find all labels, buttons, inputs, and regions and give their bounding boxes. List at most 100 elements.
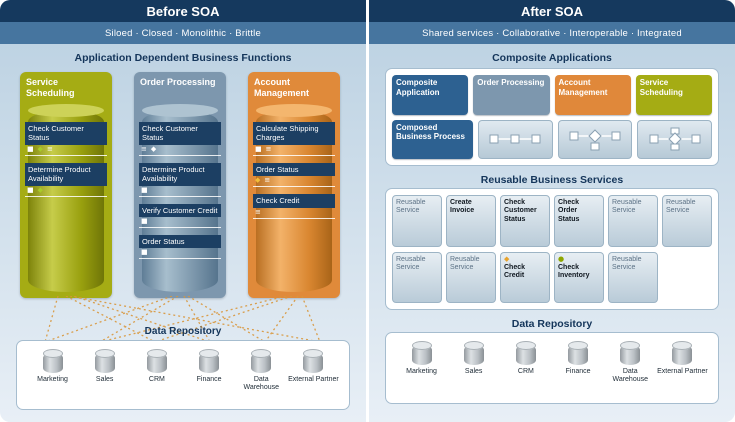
item-label: Determine Product Availability bbox=[139, 162, 221, 186]
silo-items: Calculate Shipping Charges ■ ≡ Order Sta… bbox=[253, 122, 335, 219]
after-soa-panel: After SOA Shared services · Collaborativ… bbox=[369, 0, 735, 422]
database-sales: Sales bbox=[79, 349, 130, 405]
data-repository-title: Data Repository bbox=[144, 326, 222, 337]
database-cylinder-icon bbox=[515, 341, 536, 365]
diamond-icon: ◆ bbox=[255, 176, 261, 185]
lines-icon: ≡ bbox=[47, 144, 53, 153]
check-customer-status-box: Check Customer Status bbox=[500, 195, 550, 247]
order-processing-box: Order Processing bbox=[473, 75, 550, 115]
database-cylinder-icon bbox=[620, 341, 641, 365]
item-label: Check Customer Status bbox=[25, 122, 107, 145]
item-icons: ◆ ≡ bbox=[253, 176, 335, 188]
silo-order-processing: Order Processing Check Customer Status ≡… bbox=[134, 72, 226, 298]
lines-icon: ≡ bbox=[255, 207, 261, 216]
data-repository-title: Data Repository bbox=[511, 318, 593, 330]
reusable-service-box: Reusable Service bbox=[392, 195, 442, 247]
database-sales: Sales bbox=[448, 341, 499, 399]
database-cylinder-icon bbox=[303, 349, 324, 373]
database-label: Finance bbox=[565, 368, 591, 375]
item-icons: ■ bbox=[139, 248, 221, 260]
after-soa-subtitle: Shared services · Collaborative · Intero… bbox=[369, 22, 735, 44]
services-row-2: Reusable Service Reusable Service ◆ Chec… bbox=[392, 251, 712, 303]
composed-business-process-box: Composed Business Process bbox=[392, 119, 473, 159]
silo-item: Order Status ■ bbox=[139, 234, 221, 260]
square-icon: ■ bbox=[255, 144, 262, 153]
database-label: External Partner bbox=[288, 376, 339, 383]
composite-application-box: Composite Application bbox=[392, 75, 469, 115]
services-row-1: Reusable Service Create Invoice Check Cu… bbox=[392, 195, 712, 247]
database-cylinder-icon bbox=[463, 341, 484, 365]
item-icons: ≡ bbox=[253, 208, 335, 219]
composite-applications-box: Composite Application Order Processing A… bbox=[385, 68, 719, 166]
database-label: Sales bbox=[95, 376, 114, 383]
item-label: Check Credit bbox=[253, 194, 335, 208]
square-icon: ■ bbox=[27, 144, 34, 153]
item-label: Verify Customer Credit bbox=[139, 203, 221, 217]
database-cylinder-icon bbox=[411, 341, 432, 365]
database-cylinder-icon bbox=[568, 341, 589, 365]
service-label: Check Inventory bbox=[558, 263, 590, 279]
reusable-service-box: Reusable Service bbox=[446, 251, 496, 303]
item-label: Determine Product Availability bbox=[25, 162, 107, 186]
item-label: Order Status bbox=[139, 234, 221, 249]
silo-item: Order Status ◆ ≡ bbox=[253, 162, 335, 188]
database-data-warehouse: Data Warehouse bbox=[605, 341, 656, 399]
service-label: Check Credit bbox=[504, 263, 526, 279]
item-icons: ■ bbox=[139, 217, 221, 228]
check-order-status-box: Check Order Status bbox=[554, 195, 604, 247]
silo-title: Account Management bbox=[254, 77, 310, 98]
database-finance: Finance bbox=[553, 341, 604, 399]
silo-title: Service Scheduling bbox=[26, 77, 75, 98]
silo-to-repository-connection-lines bbox=[44, 296, 321, 342]
database-marketing: Marketing bbox=[27, 349, 78, 405]
reusable-service-box: Reusable Service bbox=[662, 195, 712, 247]
silo-item: Verify Customer Credit ■ bbox=[139, 203, 221, 228]
workflow-branch-icon bbox=[557, 119, 633, 159]
silo-item: Check Credit ≡ bbox=[253, 194, 335, 219]
data-repository-box: Marketing Sales CRM Finance Data Warehou… bbox=[385, 332, 719, 404]
before-soa-header: Before SOA bbox=[0, 0, 366, 22]
database-label: Sales bbox=[464, 368, 483, 375]
workflow-linear-icon bbox=[477, 119, 553, 159]
section-title-reusable-business-services: Reusable Business Services bbox=[480, 174, 624, 186]
item-icons: ■ ◆ ≡ bbox=[25, 145, 107, 156]
square-icon: ■ bbox=[141, 216, 148, 225]
reusable-service-box: Reusable Service bbox=[392, 251, 442, 303]
database-label: Data Warehouse bbox=[612, 368, 649, 384]
reusable-business-services-box: Reusable Service Create Invoice Check Cu… bbox=[385, 188, 719, 310]
item-label: Order Status bbox=[253, 162, 335, 177]
square-icon: ■ bbox=[141, 185, 148, 194]
database-cylinder-icon bbox=[199, 349, 220, 373]
composite-row-1: Composite Application Order Processing A… bbox=[392, 75, 712, 115]
silo-service-scheduling: Service Scheduling Check Customer Status… bbox=[20, 72, 112, 298]
check-inventory-box: ● Check Inventory bbox=[554, 251, 604, 303]
database-crm: CRM bbox=[131, 349, 182, 405]
check-credit-box: ◆ Check Credit bbox=[500, 251, 550, 303]
item-icons: ≡ ◆ bbox=[139, 145, 221, 156]
database-cylinder-icon bbox=[146, 349, 167, 373]
silo-item: Check Customer Status ■ ◆ ≡ bbox=[25, 122, 107, 156]
create-invoice-box: Create Invoice bbox=[446, 195, 496, 247]
lines-icon: ≡ bbox=[141, 144, 147, 153]
item-icons: ■ ≡ bbox=[253, 145, 335, 156]
circle-icon: ● bbox=[558, 254, 565, 263]
database-label: Data Warehouse bbox=[243, 376, 280, 392]
database-external-partner: External Partner bbox=[288, 349, 339, 405]
item-label: Check Customer Status bbox=[139, 122, 221, 145]
database-label: CRM bbox=[517, 368, 534, 375]
data-repository-box: Marketing Sales CRM Finance Data Warehou… bbox=[16, 340, 350, 410]
section-title-business-functions: Application Dependent Business Functions bbox=[74, 52, 292, 64]
database-label: Marketing bbox=[406, 368, 437, 375]
item-icons: ■ bbox=[139, 186, 221, 197]
item-label: Calculate Shipping Charges bbox=[253, 122, 335, 145]
reusable-service-box: Reusable Service bbox=[608, 251, 658, 303]
database-crm: CRM bbox=[500, 341, 551, 399]
account-management-box: Account Management bbox=[554, 75, 631, 115]
database-finance: Finance bbox=[184, 349, 235, 405]
silo-items: Check Customer Status ≡ ◆ Determine Prod… bbox=[139, 122, 221, 260]
database-cylinder-icon bbox=[251, 349, 272, 373]
database-cylinder-icon bbox=[94, 349, 115, 373]
database-cylinder-icon bbox=[672, 341, 693, 365]
lines-icon: ≡ bbox=[265, 144, 272, 153]
lines-icon: ≡ bbox=[264, 176, 271, 185]
